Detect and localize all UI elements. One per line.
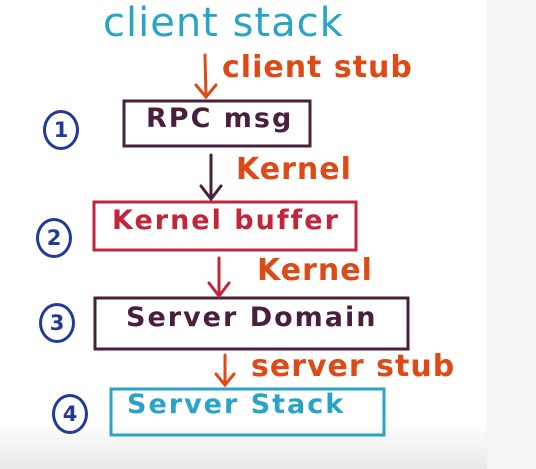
diagram-title: client stack (103, 0, 344, 46)
box-rpc-msg (122, 99, 312, 148)
step-number-4: 4 (52, 394, 88, 434)
box-server-stack (109, 387, 386, 437)
box-label-server-stack: Server Stack (127, 389, 346, 420)
arrow-label-client-stub: client stub (222, 50, 413, 85)
box-server-domain (93, 296, 410, 351)
arrow-1 (194, 53, 218, 100)
box-label-rpc-msg: RPC msg (146, 103, 294, 134)
step-number-3: 3 (39, 303, 75, 343)
step-number-2: 2 (36, 218, 72, 258)
arrow-label-kernel-1: Kernel (236, 152, 352, 187)
box-kernel-buffer (92, 200, 358, 252)
arrow-3 (207, 256, 231, 299)
arrow-label-kernel-2: Kernel (257, 253, 373, 288)
arrow-2 (199, 153, 223, 202)
step-number-1: 1 (43, 110, 79, 150)
arrow-label-server-stub: server stub (251, 349, 456, 384)
right-margin-band (487, 0, 536, 469)
box-label-kernel-buffer: Kernel buffer (112, 205, 340, 236)
arrow-4 (214, 353, 236, 388)
box-label-server-domain: Server Domain (126, 302, 378, 333)
